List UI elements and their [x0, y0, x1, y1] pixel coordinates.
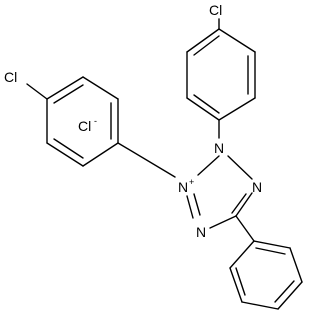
tetrazolium-ring [186, 155, 253, 229]
bond [53, 84, 84, 104]
bond [193, 94, 220, 114]
chloride-ion-label: Cl [78, 118, 91, 134]
bond [53, 138, 84, 159]
bond [229, 267, 243, 303]
bond [274, 280, 295, 303]
bond [186, 28, 220, 53]
bond [255, 247, 286, 255]
bond [197, 155, 220, 176]
left-chlorophenyl-ring [46, 76, 119, 167]
bond [229, 240, 255, 269]
bond [235, 267, 246, 296]
bond [46, 142, 84, 167]
nitrogen-atom-label: N [252, 179, 262, 195]
chlorine-atom-label: Cl [209, 2, 222, 18]
nitrogen-atom-label: N [214, 140, 224, 156]
chlorine-atom-label: Cl [4, 69, 17, 85]
bond [209, 215, 237, 229]
bond [277, 281, 303, 310]
nitrogen-atom-label: N [196, 224, 206, 240]
bond [193, 35, 220, 56]
bond [289, 247, 303, 283]
bond [46, 76, 84, 100]
chloride-charge-label: - [94, 116, 97, 126]
bond [235, 215, 255, 242]
bond [231, 193, 247, 214]
bond [82, 76, 119, 100]
bond [82, 142, 119, 167]
bond [26, 83, 48, 100]
bond [218, 28, 256, 53]
bond [193, 193, 201, 216]
bond [235, 192, 253, 217]
phenyl-ring [229, 240, 303, 310]
bond [241, 301, 279, 310]
bond [253, 240, 291, 249]
bond [186, 195, 194, 219]
bond [117, 142, 176, 178]
top-chlorophenyl-ring [186, 28, 256, 121]
bond [218, 97, 256, 121]
positive-charge-label: + [189, 177, 194, 187]
nitrogen-atom-label: N [178, 179, 188, 195]
bond [186, 97, 220, 121]
bond [227, 155, 253, 180]
